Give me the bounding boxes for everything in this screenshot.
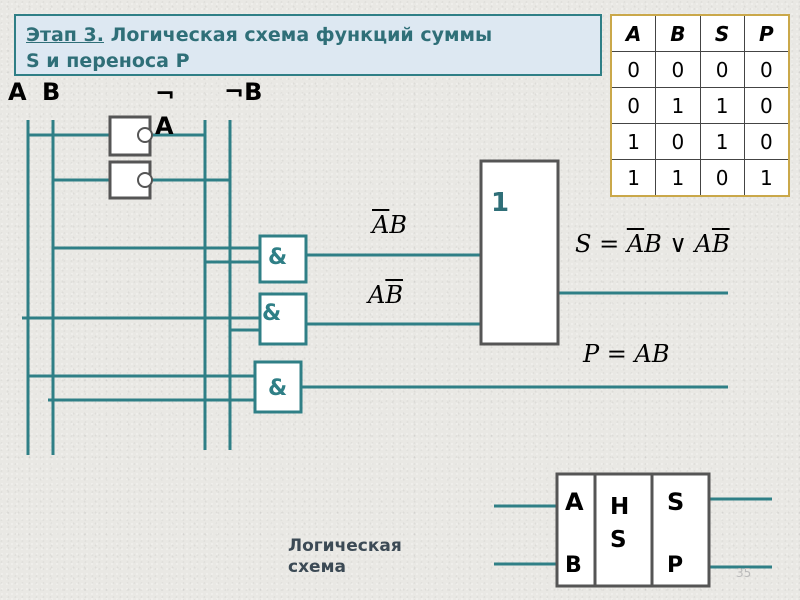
th-a: A bbox=[610, 14, 657, 52]
hs-input-a: A bbox=[565, 488, 584, 516]
cell: 1 bbox=[655, 87, 701, 124]
cell: 0 bbox=[743, 123, 790, 160]
th-b: B bbox=[655, 14, 701, 52]
cell: 0 bbox=[610, 51, 657, 88]
and-gate-3-label: & bbox=[268, 376, 288, 401]
hs-output-p: P bbox=[667, 553, 684, 578]
half-sum-block bbox=[555, 472, 711, 588]
formula-sum: S = AB ∨ AB bbox=[575, 230, 730, 258]
and-gate-1 bbox=[258, 234, 308, 284]
stage-label: Этап 3. bbox=[26, 24, 104, 46]
cell: 0 bbox=[699, 51, 745, 88]
hs-input-b: B bbox=[565, 553, 582, 578]
cell: 1 bbox=[655, 159, 701, 197]
cell: 0 bbox=[699, 159, 745, 197]
not-a-label: ¬ A bbox=[155, 80, 176, 140]
cell: 0 bbox=[610, 87, 657, 124]
not-b-label: ¬B bbox=[224, 78, 263, 106]
hs-output-s: S bbox=[667, 488, 685, 516]
cell: 1 bbox=[699, 87, 745, 124]
page-number: 35 bbox=[736, 566, 752, 580]
cell: 0 bbox=[743, 51, 790, 88]
and-gate-2-label: & bbox=[262, 301, 282, 326]
th-p: P bbox=[743, 14, 790, 52]
cell: 0 bbox=[655, 51, 701, 88]
cell: 0 bbox=[655, 123, 701, 160]
or-gate-label: 1 bbox=[491, 188, 510, 218]
title-box: Этап 3. Логическая схема функций суммы S… bbox=[14, 14, 602, 76]
formula-and1: AB bbox=[372, 211, 407, 239]
input-a-label: A bbox=[8, 78, 27, 106]
and-gate-3 bbox=[253, 360, 303, 414]
caption: Логическая схема bbox=[288, 536, 402, 577]
hs-h: H bbox=[610, 494, 630, 520]
th-s: S bbox=[699, 14, 745, 52]
inverter-a-bubble bbox=[137, 127, 153, 143]
and-gate-2 bbox=[258, 292, 308, 346]
truth-table: A B S P 0 0 0 0 0 1 1 0 1 0 1 0 1 1 0 1 bbox=[610, 14, 790, 197]
cell: 1 bbox=[610, 159, 657, 197]
title-line2: S и переноса P bbox=[26, 50, 190, 72]
formula-carry: P = AB bbox=[583, 340, 670, 368]
input-b-label: B bbox=[42, 78, 61, 106]
or-gate bbox=[479, 159, 560, 346]
cell: 1 bbox=[610, 123, 657, 160]
hs-s: S bbox=[610, 527, 627, 553]
cell: 1 bbox=[699, 123, 745, 160]
title-text: Логическая схема функций суммы bbox=[110, 24, 493, 46]
cell: 1 bbox=[743, 159, 790, 197]
cell: 0 bbox=[743, 87, 790, 124]
and-gate-1-label: & bbox=[268, 245, 288, 270]
formula-and2: AB bbox=[368, 281, 403, 309]
inverter-b-bubble bbox=[137, 172, 153, 188]
